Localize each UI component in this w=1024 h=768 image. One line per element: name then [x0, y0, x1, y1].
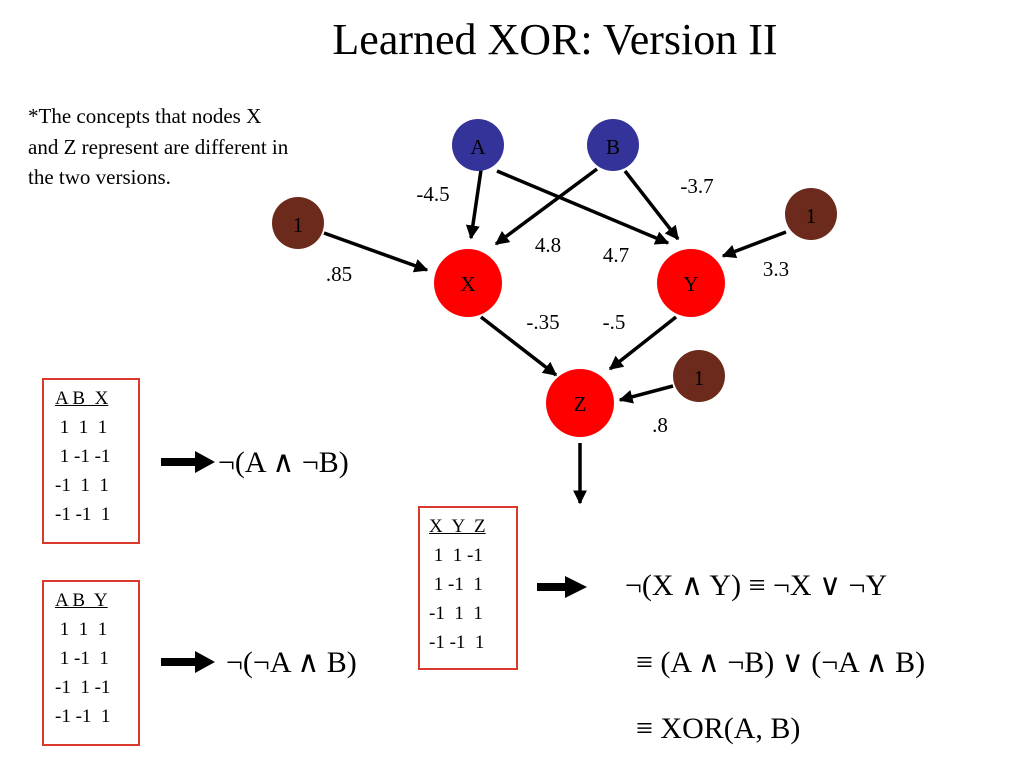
truth-table-y: A B Y 1 1 1 1 -1 1 -1 1 -1 -1 -1 1: [42, 580, 140, 746]
node-x: X: [434, 249, 502, 317]
arrow-table-y: [161, 651, 215, 673]
formula-z-line1: ¬(X ∧ Y) ≡ ¬X ∨ ¬Y: [625, 569, 888, 602]
node-bias-z-label: 1: [694, 366, 705, 390]
formula-x: ¬(A ∧ ¬B): [218, 446, 349, 479]
edge-b-y: [623, 169, 680, 241]
footnote-text: *The concepts that nodes X and Z represe…: [28, 104, 289, 189]
edge-a-y: [496, 169, 670, 245]
table-row: 1 1 -1: [429, 545, 483, 566]
node-bias-y: 1: [785, 188, 837, 240]
edge-a-x: [465, 169, 483, 240]
node-a-label: A: [470, 135, 486, 159]
table-row: -1 1 1: [429, 603, 483, 624]
weight-a-x: -4.5: [416, 182, 449, 206]
node-bias-x-label: 1: [293, 213, 304, 237]
truth-table-x-header: A B X: [55, 388, 109, 409]
weight-a-y: 4.7: [603, 243, 629, 267]
formula-z-line2: ≡ (A ∧ ¬B) ∨ (¬A ∧ B): [636, 646, 926, 679]
edge-y-z: [608, 315, 678, 371]
truth-table-z: X Y Z 1 1 -1 1 -1 1 -1 1 1 -1 -1 1: [418, 506, 518, 670]
truth-table-z-header: X Y Z: [429, 516, 486, 537]
table-row: -1 -1 1: [55, 504, 111, 525]
edges: [323, 167, 787, 505]
table-row: 1 -1 1: [429, 574, 483, 595]
weight-b-y: -3.7: [680, 174, 713, 198]
node-y-label: Y: [683, 272, 698, 296]
node-bias-z: 1: [673, 350, 725, 402]
node-bias-x: 1: [272, 197, 324, 249]
weight-b-x: 4.8: [535, 233, 561, 257]
slide-title: Learned XOR: Version II: [332, 15, 778, 64]
node-bias-y-label: 1: [806, 204, 817, 228]
truth-table-y-header: A B Y: [55, 590, 108, 611]
arrow-table-z: [537, 576, 587, 598]
node-z: Z: [546, 369, 614, 437]
weight-labels: -4.5 -3.7 4.8 4.7 .85 3.3 -.35 -.5 .8: [326, 174, 789, 437]
table-row: 1 -1 1: [55, 648, 109, 669]
weight-bias-z: .8: [652, 413, 668, 437]
node-a: A: [452, 119, 504, 171]
weight-y-z: -.5: [603, 310, 626, 334]
table-row: 1 1 1: [55, 417, 108, 438]
table-row: 1 -1 -1: [55, 446, 111, 467]
formula-z-line3: ≡ XOR(A, B): [636, 712, 801, 745]
node-b-label: B: [606, 135, 620, 159]
truth-table-x: A B X 1 1 1 1 -1 -1 -1 1 1 -1 -1 1: [42, 378, 140, 544]
node-z-label: Z: [574, 392, 587, 416]
implication-arrows: [161, 451, 587, 673]
edge-bias-z: [618, 384, 674, 404]
node-b: B: [587, 119, 639, 171]
table-row: 1 1 1: [55, 619, 108, 640]
weight-bias-y: 3.3: [763, 257, 789, 281]
weight-x-z: -.35: [526, 310, 559, 334]
weight-bias-x: .85: [326, 262, 352, 286]
node-y: Y: [657, 249, 725, 317]
arrow-table-x: [161, 451, 215, 473]
edge-bias-y: [721, 230, 787, 259]
node-x-label: X: [460, 272, 475, 296]
table-row: -1 -1 1: [429, 632, 485, 653]
formula-y: ¬(¬A ∧ B): [226, 646, 357, 679]
edge-b-x: [494, 167, 599, 246]
edge-bias-x: [323, 231, 429, 273]
table-row: -1 -1 1: [55, 706, 111, 727]
edge-x-z: [479, 315, 558, 377]
table-row: -1 1 -1: [55, 677, 111, 698]
table-row: -1 1 1: [55, 475, 109, 496]
